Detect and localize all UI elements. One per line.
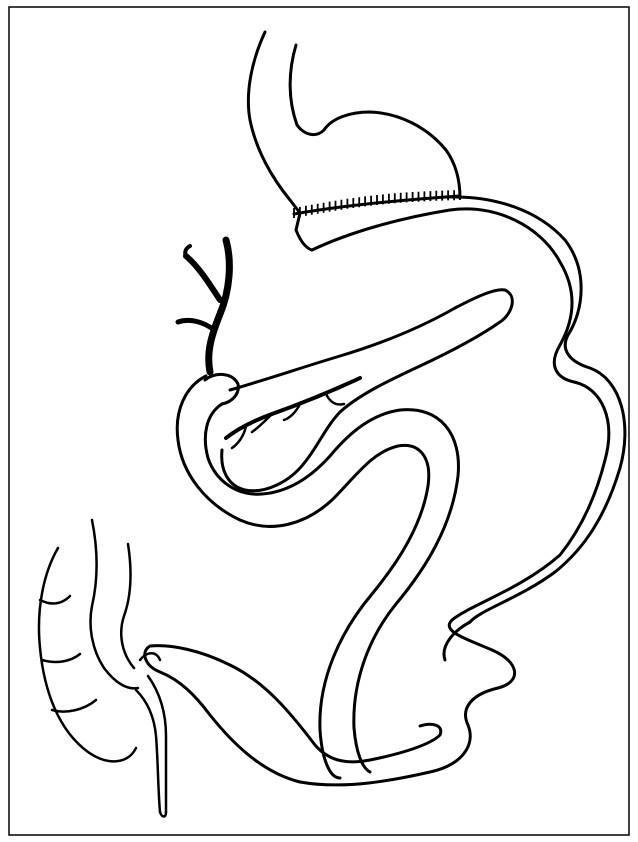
surgical-anatomy-drawing <box>0 0 638 842</box>
anatomy-illustration <box>0 0 638 842</box>
